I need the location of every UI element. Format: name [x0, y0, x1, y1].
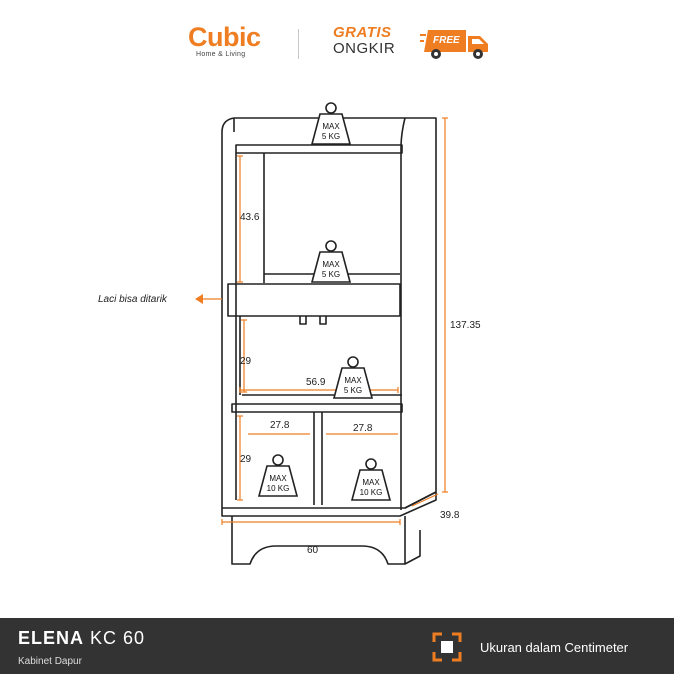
promo-gratis: GRATIS [333, 24, 392, 41]
dim-shelf-width: 56.9 [306, 377, 326, 388]
brand-logo: Cubic [188, 22, 261, 52]
product-subtitle: Kabinet Dapur [18, 656, 82, 667]
dim-depth: 39.8 [440, 510, 460, 521]
promo-free-badge: FREE [433, 35, 460, 46]
weight-icons [257, 102, 392, 501]
product-name: ELENA KC 60 [18, 628, 146, 648]
promo-ongkir: ONGKIR [333, 40, 396, 57]
dim-left-cell-width: 27.8 [270, 420, 290, 431]
dim-right-cell-width: 27.8 [353, 423, 373, 434]
dim-total-width: 60 [307, 545, 319, 556]
dim-upper-height: 43.6 [240, 212, 260, 223]
header: Cubic Home & Living GRATIS ONGKIR FREE [0, 0, 674, 80]
measure-frame-icon [432, 632, 462, 662]
dim-total-height: 137.35 [450, 320, 481, 331]
dim-middle-height: 29 [240, 356, 252, 367]
header-divider [298, 29, 299, 59]
brand-tagline: Home & Living [196, 51, 246, 58]
drawer-note: Laci bisa ditarik [98, 294, 167, 305]
cabinet-drawing [195, 102, 448, 565]
delivery-truck-icon [420, 30, 488, 59]
dim-lower-height: 29 [240, 454, 252, 465]
footer-bar: ELENA KC 60 Kabinet Dapur Ukuran dalam C… [0, 618, 674, 674]
unit-note: Ukuran dalam Centimeter [480, 640, 629, 655]
